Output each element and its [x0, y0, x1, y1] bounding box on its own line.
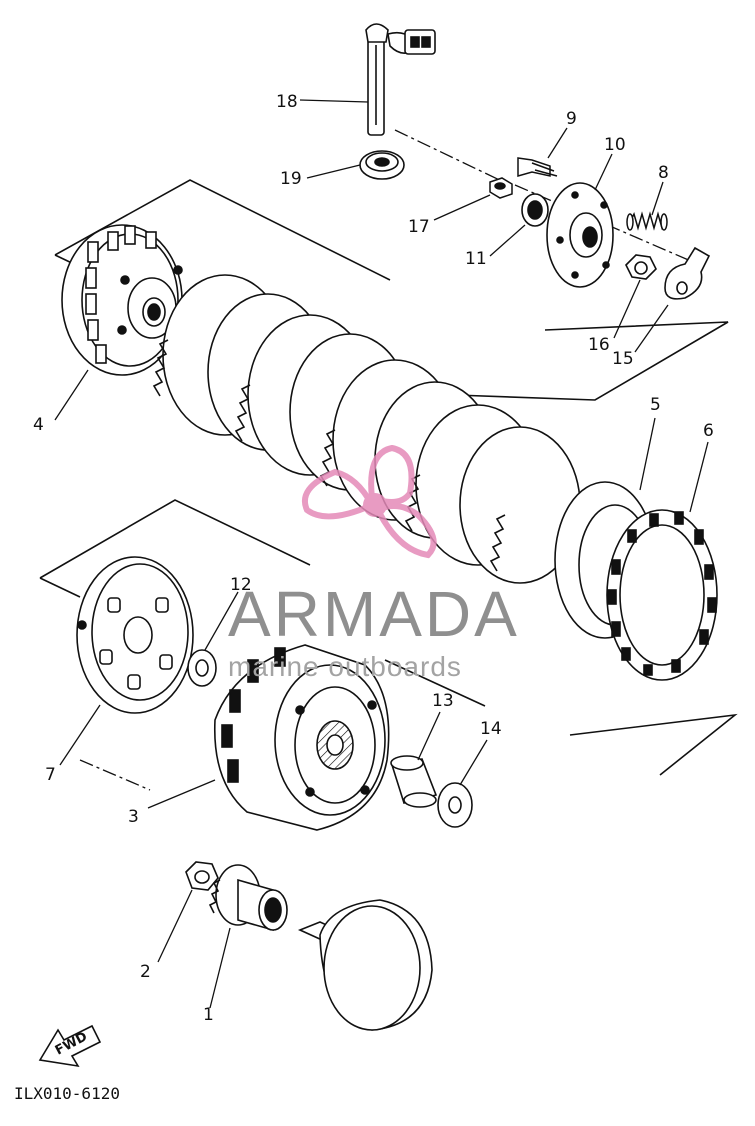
callout-19: 19	[280, 169, 302, 189]
callout-7: 7	[45, 765, 56, 785]
driven-plate-7-part	[76, 556, 194, 714]
bearing-11-part	[521, 193, 549, 227]
callout-10: 10	[604, 135, 626, 155]
callout-13: 13	[432, 691, 454, 711]
callout-18: 18	[276, 92, 298, 112]
nut-16-part	[625, 254, 657, 280]
callout-1: 1	[203, 1005, 214, 1025]
propeller-logo	[302, 444, 437, 559]
callout-8: 8	[658, 163, 669, 183]
lock-washer-15-part	[664, 246, 711, 300]
crank-web-part	[297, 899, 433, 1031]
callout-4: 4	[33, 415, 44, 435]
washer-12-part	[187, 649, 217, 687]
spacer-13-part	[390, 755, 438, 808]
forward-direction-arrow: FWD	[38, 1024, 102, 1068]
callout-3: 3	[128, 807, 139, 827]
clutch-housing-3-part	[213, 644, 390, 831]
callout-5: 5	[650, 395, 661, 415]
armada-watermark: ARMADA marine outboards	[228, 444, 520, 682]
bearing-19-part	[359, 150, 405, 180]
callout-2: 2	[140, 962, 151, 982]
pressure-plate-10-part	[546, 182, 614, 288]
leader-lines	[54, 99, 709, 1009]
clutch-plate-6-part	[606, 509, 718, 681]
drive-gear-1-part	[208, 864, 288, 932]
washer-14-part	[437, 782, 473, 828]
callout-17: 17	[408, 217, 430, 237]
watermark-brand: ARMADA	[228, 578, 520, 650]
spring-8-part	[626, 211, 668, 231]
lower-assembly-frame	[39, 499, 738, 776]
nut-2-part	[185, 861, 219, 891]
callout-9: 9	[566, 109, 577, 129]
callout-labels: 18 19 9 10 8 17 11 16 15 4 5 6 12 7 3 13…	[33, 92, 714, 1025]
diagram-code: ILX010-6120	[14, 1084, 120, 1103]
bolt-9-part	[517, 157, 558, 177]
callout-14: 14	[480, 719, 502, 739]
callout-12: 12	[230, 575, 252, 595]
callout-16: 16	[588, 335, 610, 355]
nut-17-part	[489, 177, 513, 199]
clutch-plates-stack	[152, 274, 581, 584]
watermark-tagline: marine outboards	[228, 651, 462, 682]
callout-11: 11	[465, 249, 487, 269]
callout-15: 15	[612, 349, 634, 369]
callout-6: 6	[703, 421, 714, 441]
clutch-boss-4-part	[61, 224, 183, 376]
push-rod-part	[365, 23, 436, 136]
